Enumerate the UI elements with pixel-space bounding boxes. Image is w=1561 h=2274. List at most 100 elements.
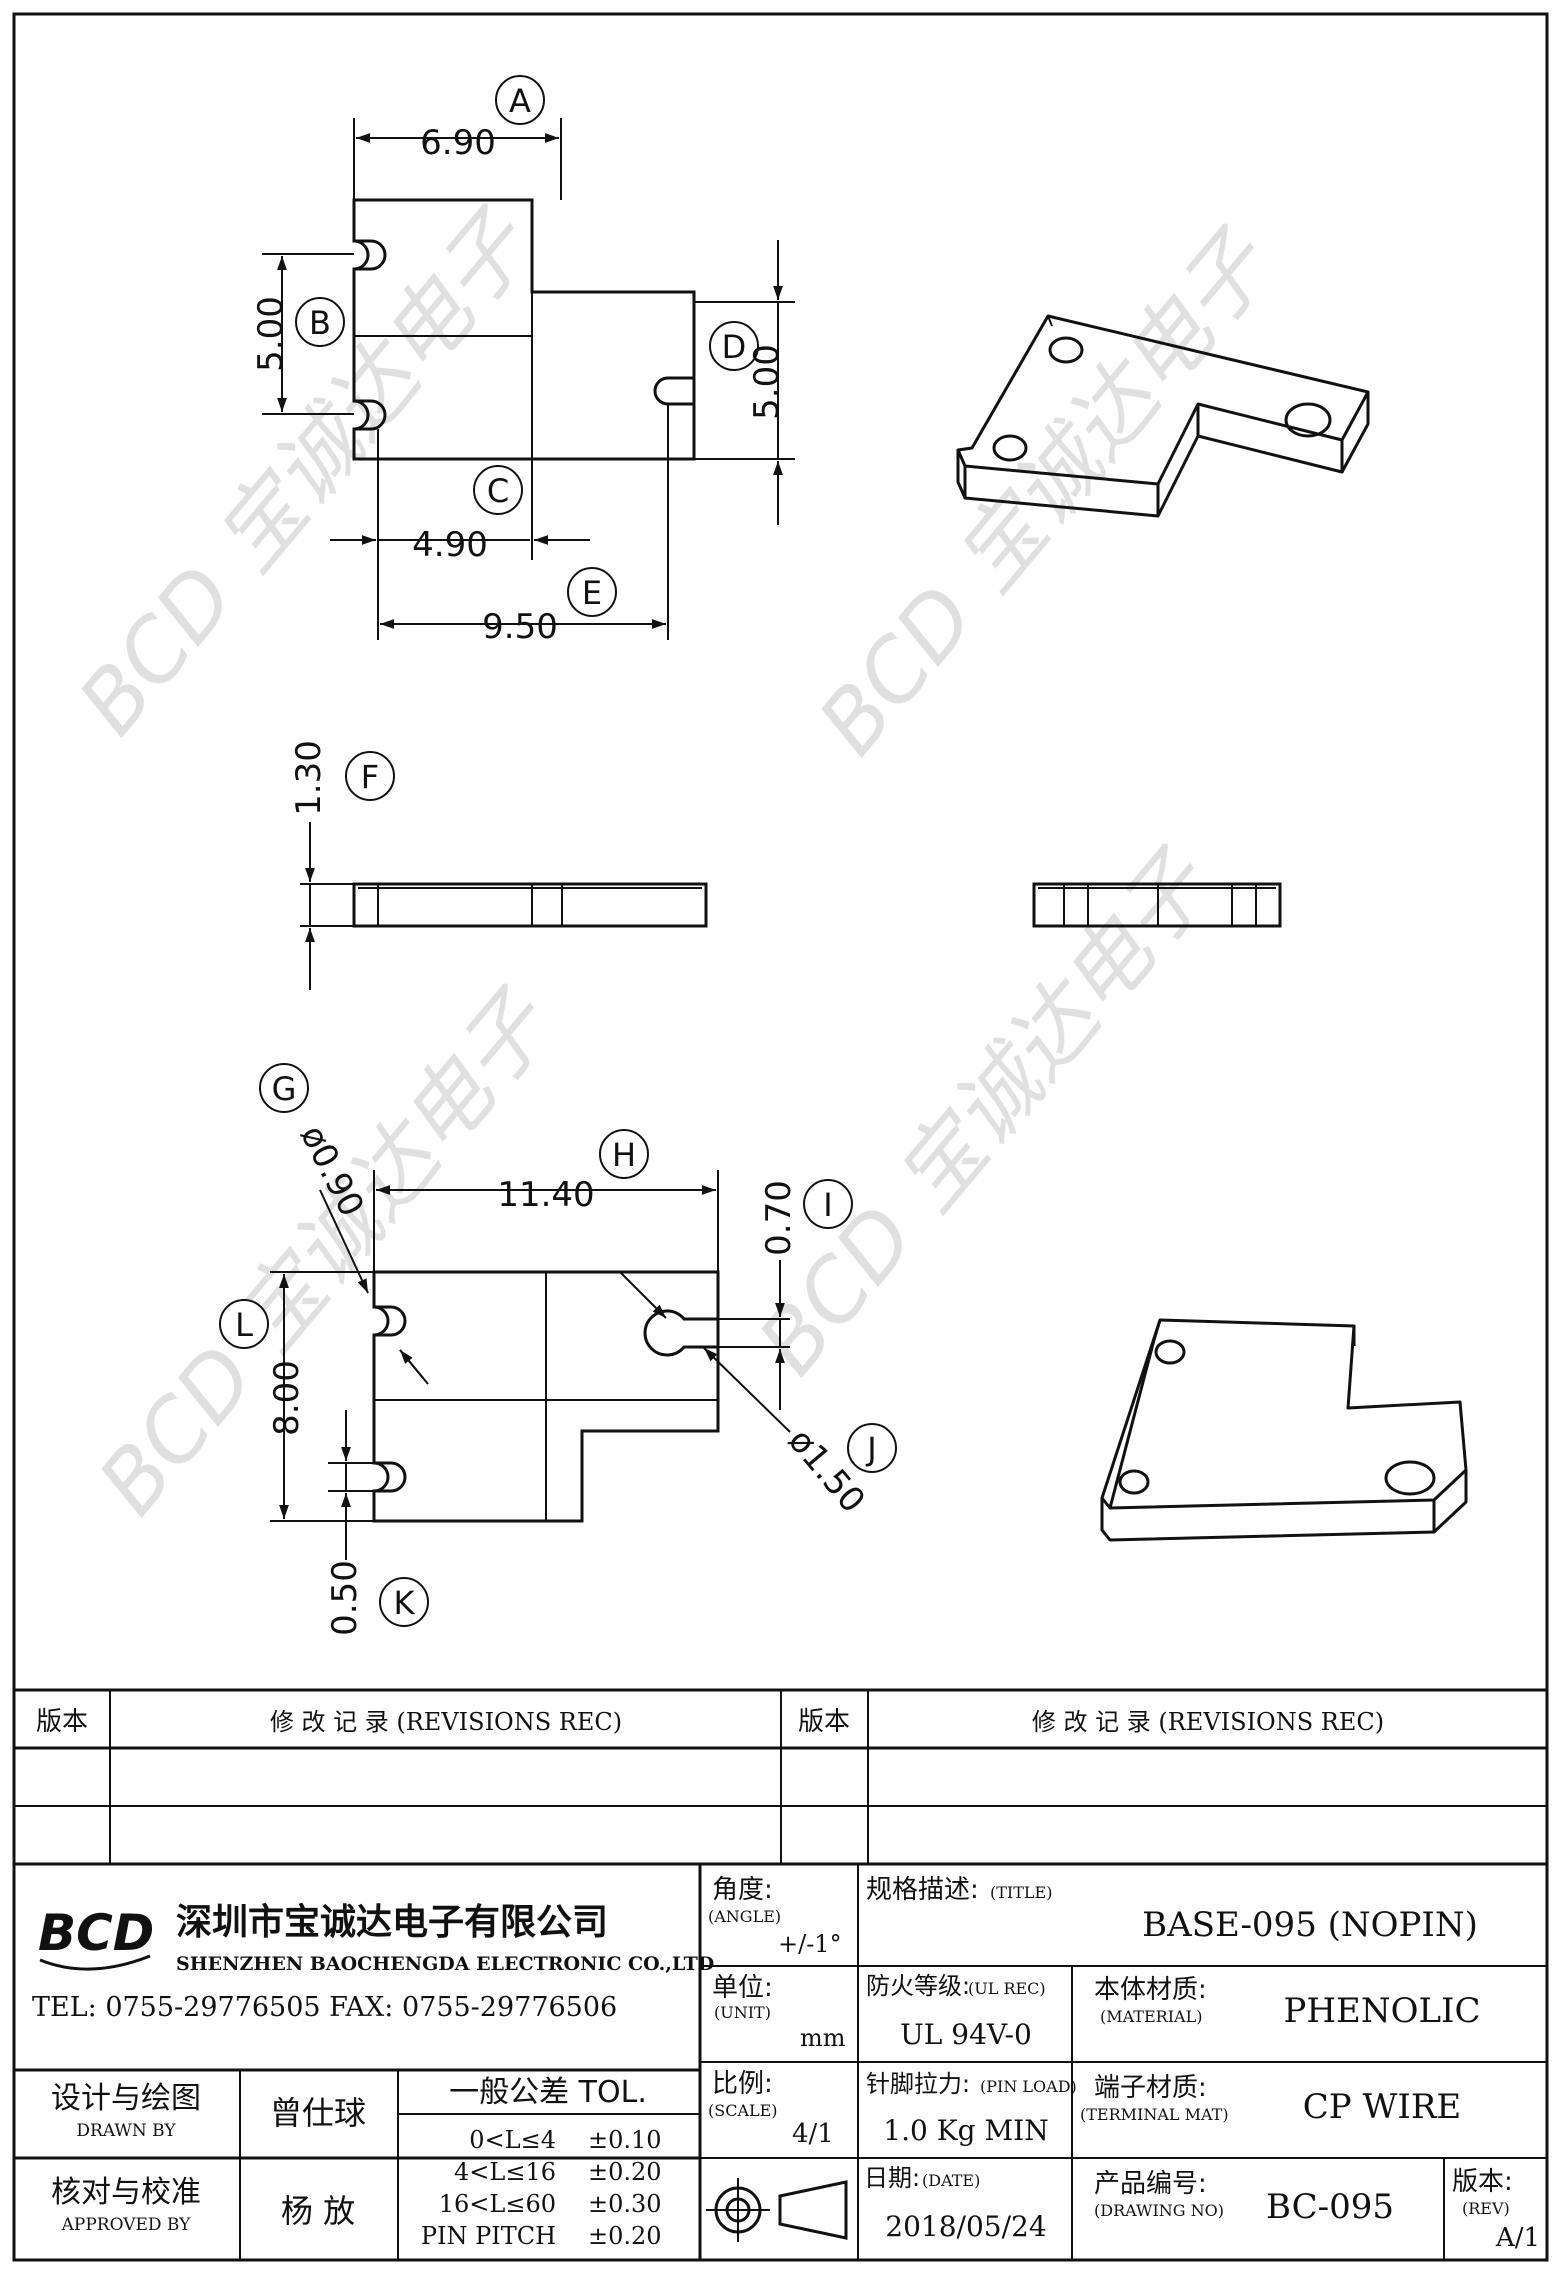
svg-text:mm: mm xyxy=(800,2024,846,2052)
svg-text:PHENOLIC: PHENOLIC xyxy=(1284,1991,1481,2031)
bottom-view-dims xyxy=(270,1170,791,1560)
svg-text:(PIN LOAD): (PIN LOAD) xyxy=(980,2077,1077,2096)
ul-cell: 防火等级: (UL REC) UL 94V-0 xyxy=(866,1972,1046,2051)
top-slot-upper xyxy=(354,239,387,271)
tolerance-table: 一般公差 TOL. 0<L≤4 ±0.10 4<L≤16 ±0.20 16<L≤… xyxy=(421,2075,662,2250)
date-cell: 日期: (DATE) 2018/05/24 xyxy=(864,2164,1047,2243)
svg-text:2018/05/24: 2018/05/24 xyxy=(885,2210,1046,2243)
top-slot-lower xyxy=(354,399,387,431)
svg-text:J: J xyxy=(865,1430,876,1468)
svg-text:A/1: A/1 xyxy=(1495,2223,1540,2253)
svg-text:角度:: 角度: xyxy=(712,1875,773,1905)
svg-text:版本:: 版本: xyxy=(1452,2167,1513,2197)
title-value: BASE-095 (NOPIN) xyxy=(1142,1905,1478,1945)
angle-cell: 角度: (ANGLE) +/-1° xyxy=(708,1875,842,1958)
dim-e-value: 9.50 xyxy=(482,607,558,647)
sheet-border xyxy=(12,12,1549,2262)
svg-text:核对与校准: 核对与校准 xyxy=(51,2175,201,2210)
side-view-labels: 1.30 F xyxy=(289,740,395,816)
company-logo: BCD xyxy=(38,1904,154,1962)
material-cell: 本体材质: (MATERIAL) PHENOLIC xyxy=(1094,1975,1481,2031)
side-view-dims xyxy=(300,822,354,990)
scale-cell: 比例: (SCALE) 4/1 xyxy=(708,2069,834,2149)
title-cell: 规格描述: (TITLE) BASE-095 (NOPIN) xyxy=(866,1875,1478,1945)
dim-b-tag: B xyxy=(295,297,345,347)
iso-view-top xyxy=(956,314,1370,518)
svg-text:K: K xyxy=(394,1584,416,1622)
dim-g-tag: G xyxy=(259,1063,309,1113)
title-block-grid xyxy=(14,1688,1547,2260)
dim-i-tag: I xyxy=(803,1179,853,1229)
dim-f-tag: F xyxy=(345,751,395,801)
dim-c-value: 4.90 xyxy=(412,525,488,565)
dim-h-tag: H xyxy=(599,1129,649,1179)
svg-text:±0.20: ±0.20 xyxy=(588,2222,662,2250)
pin-load-cell: 针脚拉力: (PIN LOAD) 1.0 Kg MIN xyxy=(866,2070,1077,2147)
dim-i-value: 0.70 xyxy=(759,1180,799,1256)
rev-cell: 版本: (REV) A/1 xyxy=(1452,2167,1540,2253)
svg-text:4/1: 4/1 xyxy=(792,2119,834,2149)
svg-text:日期:: 日期: xyxy=(864,2164,920,2192)
svg-text:(TITLE): (TITLE) xyxy=(990,1883,1052,1902)
svg-text:L: L xyxy=(235,1306,253,1344)
svg-text:B: B xyxy=(309,304,331,342)
svg-text:单位:: 单位: xyxy=(712,1973,773,2003)
rev-col-record-right: 修 改 记 录 (REVISIONS REC) xyxy=(1032,1708,1384,1736)
svg-text:(DATE): (DATE) xyxy=(922,2171,980,2190)
svg-text:(SCALE): (SCALE) xyxy=(708,2101,778,2120)
side-view-front xyxy=(352,882,708,928)
dim-f-value: 1.30 xyxy=(289,740,329,816)
svg-text:H: H xyxy=(612,1136,636,1174)
svg-text:防火等级:: 防火等级: xyxy=(866,1972,970,2000)
drawn-by-name: 曾仕球 xyxy=(270,2094,366,2132)
svg-text:±0.10: ±0.10 xyxy=(588,2126,662,2154)
top-view xyxy=(352,198,696,461)
svg-text:±0.30: ±0.30 xyxy=(588,2190,662,2218)
company-logo-swoosh xyxy=(39,1954,151,1971)
drawn-by-cell: 设计与绘图 DRAWN BY 曾仕球 xyxy=(51,2081,366,2141)
watermark-text-1: BCD 宝诚达电子 xyxy=(59,193,552,753)
svg-text:设计与绘图: 设计与绘图 xyxy=(51,2081,201,2116)
svg-text:(TERMINAL MAT): (TERMINAL MAT) xyxy=(1080,2105,1229,2124)
svg-text:(DRAWING NO): (DRAWING NO) xyxy=(1094,2201,1224,2220)
svg-text:D: D xyxy=(722,328,747,366)
dim-a-value: 6.90 xyxy=(420,123,496,163)
svg-text:1.0 Kg MIN: 1.0 Kg MIN xyxy=(883,2114,1048,2147)
side-view-right xyxy=(1032,882,1282,928)
svg-text:规格描述:: 规格描述: xyxy=(866,1875,979,1905)
dim-c-tag: C xyxy=(473,465,523,515)
svg-text:4<L≤16: 4<L≤16 xyxy=(454,2158,556,2186)
company-tel-fax: TEL: 0755-29776505 FAX: 0755-29776506 xyxy=(32,1992,617,2023)
svg-text:(MATERIAL): (MATERIAL) xyxy=(1100,2007,1202,2026)
svg-text:(UL REC): (UL REC) xyxy=(968,1979,1046,1998)
svg-text:(REV): (REV) xyxy=(1462,2199,1510,2218)
svg-text:APPROVED BY: APPROVED BY xyxy=(61,2215,192,2235)
dim-d-tag: D xyxy=(709,321,759,371)
dim-l-value: 8.00 xyxy=(267,1360,307,1436)
dim-a-tag: A xyxy=(495,75,545,125)
svg-text:(ANGLE): (ANGLE) xyxy=(708,1907,781,1926)
dim-j-tag: J xyxy=(847,1423,897,1473)
top-view-labels: A 6.90 B 5.00 D 5.00 C 4.90 E 9.50 xyxy=(251,75,787,647)
unit-cell: 单位: (UNIT) mm xyxy=(712,1973,846,2052)
svg-text:产品编号:: 产品编号: xyxy=(1094,2169,1207,2199)
watermark-text-3: BCD 宝诚达电子 xyxy=(79,973,572,1533)
svg-text:本体材质:: 本体材质: xyxy=(1094,1975,1207,2005)
svg-text:针脚拉力:: 针脚拉力: xyxy=(866,2070,970,2098)
revision-table: 版本 修 改 记 录 (REVISIONS REC) 版本 修 改 记 录 (R… xyxy=(36,1707,1384,1737)
svg-text:UL 94V-0: UL 94V-0 xyxy=(900,2018,1032,2051)
drawing-no-value: BC-095 xyxy=(1266,2187,1394,2227)
company-name-en: SHENZHEN BAOCHENGDA ELECTRONIC CO.,LTD xyxy=(176,1953,714,1975)
company-name-cn: 深圳市宝诚达电子有限公司 xyxy=(176,1902,608,1943)
dim-b-value: 5.00 xyxy=(251,296,291,372)
iso-view-bottom xyxy=(1100,1318,1468,1542)
svg-text:G: G xyxy=(272,1070,297,1108)
top-slot-right xyxy=(653,376,694,406)
dim-k-tag: K xyxy=(379,1577,429,1627)
svg-text:C: C xyxy=(487,472,509,510)
svg-text:CP WIRE: CP WIRE xyxy=(1303,2087,1462,2127)
svg-text:E: E xyxy=(582,574,602,612)
rev-col-version-left: 版本 xyxy=(36,1707,88,1737)
svg-text:0<L≤4: 0<L≤4 xyxy=(469,2126,556,2154)
